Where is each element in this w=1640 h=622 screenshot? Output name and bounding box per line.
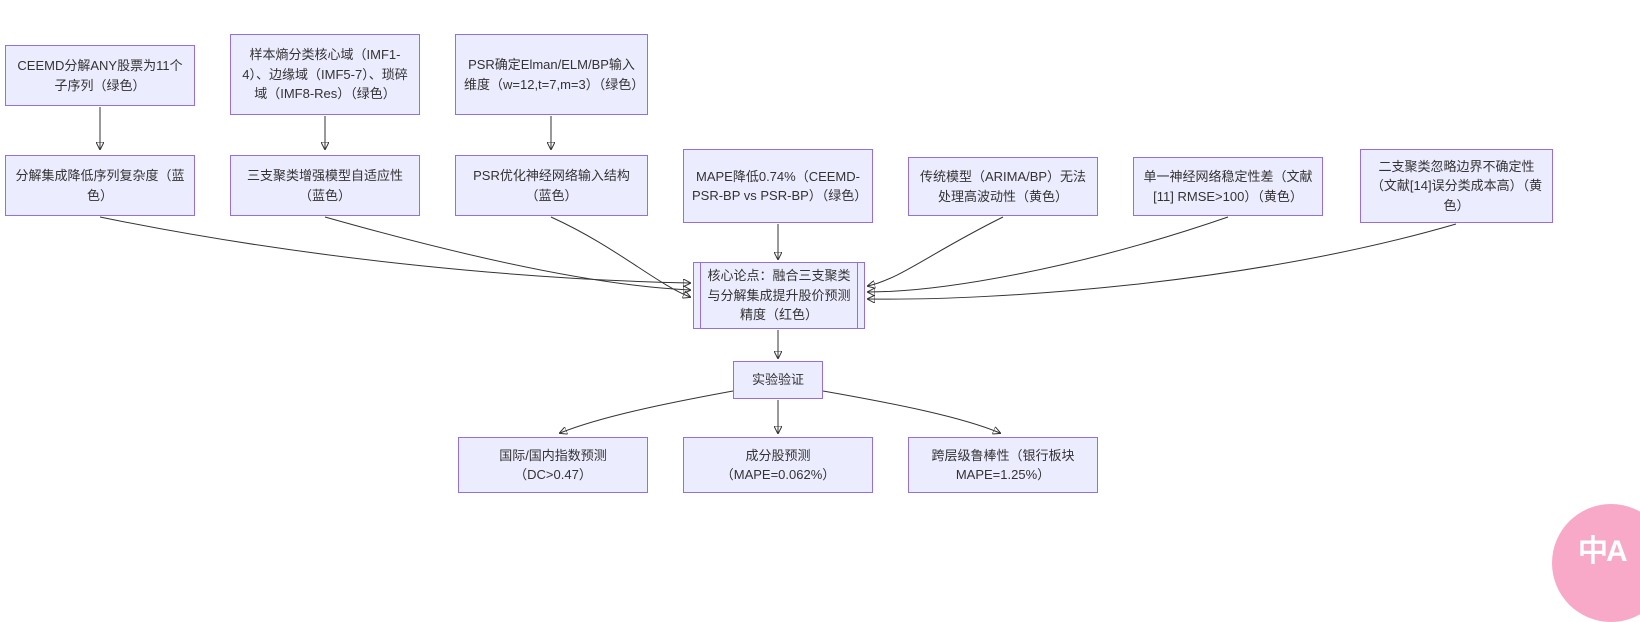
node-ceemd-decompose: CEEMD分解ANY股票为11个子序列（绿色） xyxy=(5,45,195,106)
edges-layer xyxy=(0,107,1457,574)
node-psr-input-dimension: PSR确定Elman/ELM/BP输入维度（w=12,t=7,m=3）（绿色） xyxy=(455,34,648,115)
node-core-thesis: 核心论点：融合三支聚类与分解集成提升股价预测精度（红色） xyxy=(693,262,865,329)
node-decompose-complexity: 分解集成降低序列复杂度（蓝色） xyxy=(5,155,195,216)
node-experiment: 实验验证 xyxy=(733,361,823,399)
node-mape-improve: MAPE降低0.74%（CEEMD-PSR-BP vs PSR-BP）（绿色） xyxy=(683,149,873,223)
edge-twoway-core xyxy=(868,223,1457,299)
node-robustness: 跨层级鲁棒性（银行板块MAPE=1.25%） xyxy=(908,437,1098,493)
node-three-way-adaptive: 三支聚类增强模型自适应性（蓝色） xyxy=(230,155,420,216)
edge-experiment-index xyxy=(560,390,734,433)
node-psr-optimize: PSR优化神经网络输入结构（蓝色） xyxy=(455,155,648,216)
edge-experiment-robustness xyxy=(822,390,1000,433)
edge-psropt-core xyxy=(550,216,690,297)
node-sample-entropy: 样本熵分类核心域（IMF1-4）、边缘域（IMF5-7）、琐碎域（IMF8-Re… xyxy=(230,34,420,115)
edge-decompose-core xyxy=(99,216,690,283)
node-index-forecast: 国际/国内指数预测（DC>0.47） xyxy=(458,437,648,493)
node-two-way-limit: 二支聚类忽略边界不确定性（文献[14]误分类成本高）（黄色） xyxy=(1360,149,1553,223)
edge-traditional-core xyxy=(868,216,1004,286)
edge-threeway-core xyxy=(324,216,690,290)
translate-watermark-label: 中A xyxy=(1578,535,1628,568)
edge-singlenn-core xyxy=(868,216,1229,292)
node-traditional-limit: 传统模型（ARIMA/BP）无法处理高波动性（黄色） xyxy=(908,157,1098,216)
node-constituent-forecast: 成分股预测（MAPE=0.062%） xyxy=(683,437,873,493)
node-single-nn-unstable: 单一神经网络稳定性差（文献[11] RMSE>100）（黄色） xyxy=(1133,157,1323,216)
